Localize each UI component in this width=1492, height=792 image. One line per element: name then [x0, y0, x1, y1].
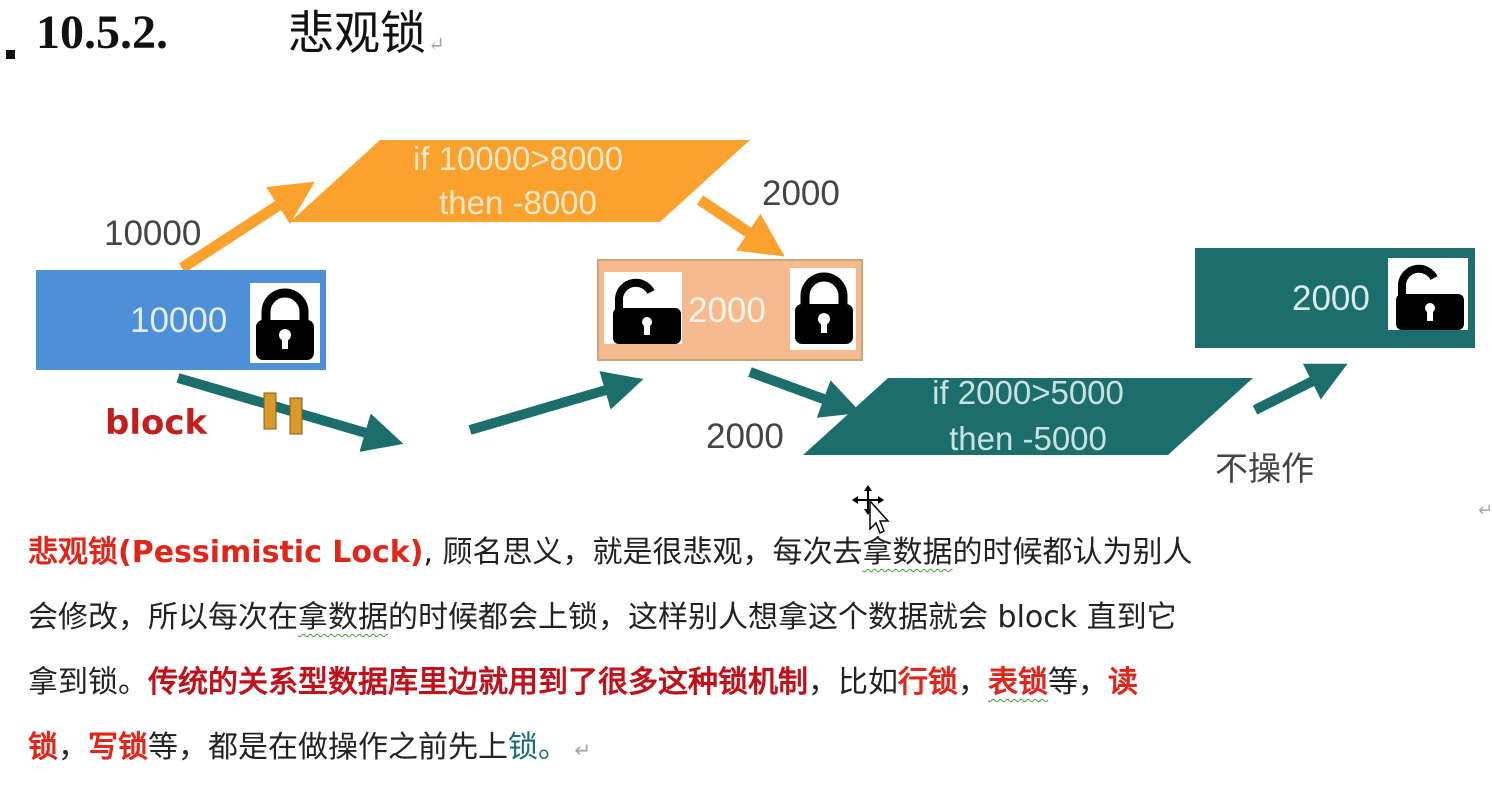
- term-read-lock: 读: [1108, 665, 1138, 700]
- after-check-value-label: 2000: [762, 174, 840, 213]
- pessimistic-lock-diagram: if 10000>8000 then -8000 10000 2000 1000…: [36, 140, 1475, 488]
- no-operation-label: 不操作: [1215, 449, 1314, 488]
- bottom-left-value-label: 2000: [706, 417, 784, 456]
- term-lock: 锁: [508, 730, 538, 765]
- top-check-line2: then -8000: [439, 184, 597, 221]
- move-cursor-icon: [852, 485, 892, 539]
- locked-padlock-icon: [795, 272, 853, 344]
- paragraph-mark-icon: ↵: [1478, 500, 1492, 521]
- middle-box-value: 2000: [688, 291, 766, 330]
- arrow-to-check: [179, 181, 315, 273]
- paragraph-line-4: 锁，写锁等，都是在做操作之前先上锁。 ↵: [28, 730, 592, 765]
- left-box-value: 10000: [130, 301, 227, 340]
- arrow-to-second-check: [748, 367, 862, 418]
- paragraph-line-3: 拿到锁。传统的关系型数据库里边就用到了很多这种锁机制，比如行锁，表锁等，读: [28, 665, 1138, 700]
- locked-padlock-icon: [256, 288, 314, 360]
- arrow-to-middle-box-teal: [468, 371, 644, 435]
- bottom-check-parallelogram: [803, 378, 1253, 455]
- paragraph-mark-icon: ↵: [568, 738, 592, 762]
- unlocked-padlock-icon: [1396, 264, 1464, 330]
- blocked-arrow: [176, 373, 404, 452]
- top-check-parallelogram: [290, 140, 750, 222]
- block-label: block: [105, 403, 209, 443]
- emphasis-traditional-databases: 传统的关系型数据库里边就用到了很多这种锁机制: [148, 665, 808, 700]
- bottom-check-line2: then -5000: [949, 420, 1107, 457]
- section-heading: 10.5.2. 悲观锁↵: [6, 0, 606, 70]
- initial-value-label: 10000: [104, 214, 201, 253]
- term-row-lock: 行锁: [898, 665, 958, 700]
- section-title-text: 悲观锁: [288, 6, 426, 60]
- paragraph-line-1: 悲观锁(Pessimistic Lock), 顾名思义，就是很悲观，每次去拿数据…: [28, 535, 1193, 570]
- paragraph-mark-icon: ↵: [428, 32, 445, 56]
- section-number: 10.5.2.: [36, 6, 168, 59]
- paragraph-line-2: 会修改，所以每次在拿数据的时候都会上锁，这样别人想拿这个数据就会 block 直…: [28, 600, 1177, 635]
- term-pessimistic-lock: 悲观锁(Pessimistic Lock): [28, 535, 424, 570]
- description-paragraph: 悲观锁(Pessimistic Lock), 顾名思义，就是很悲观，每次去拿数据…: [28, 520, 1478, 780]
- heading-bullet: [6, 50, 15, 59]
- term-write-lock: 写锁: [88, 730, 148, 765]
- top-check-line1: if 10000>8000: [413, 140, 623, 177]
- right-box-value: 2000: [1292, 279, 1370, 318]
- bottom-check-line1: if 2000>5000: [932, 374, 1124, 411]
- section-title: 悲观锁↵: [288, 8, 445, 67]
- term-table-lock: 表锁: [988, 665, 1048, 700]
- block-gap-icon: [263, 392, 303, 435]
- arrow-to-middle-box: [696, 195, 785, 257]
- arrow-to-right-box: [1252, 363, 1348, 415]
- unlocked-padlock-icon: [613, 278, 681, 344]
